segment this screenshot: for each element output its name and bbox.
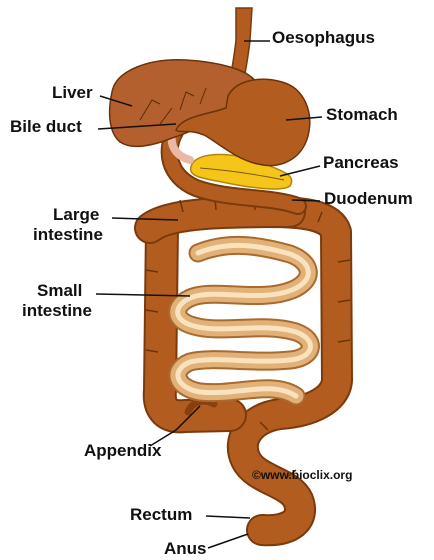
leader-rectum	[206, 516, 250, 518]
leader-stomach	[286, 117, 322, 120]
leader-small-intestine	[96, 294, 190, 296]
leader-bile-duct	[98, 124, 176, 129]
leader-appendix	[150, 406, 200, 446]
leader-duodenum	[292, 200, 320, 201]
leader-liver	[100, 96, 132, 106]
leader-pancreas	[280, 166, 320, 176]
leader-anus	[208, 534, 248, 548]
leader-large-intestine	[112, 218, 178, 220]
